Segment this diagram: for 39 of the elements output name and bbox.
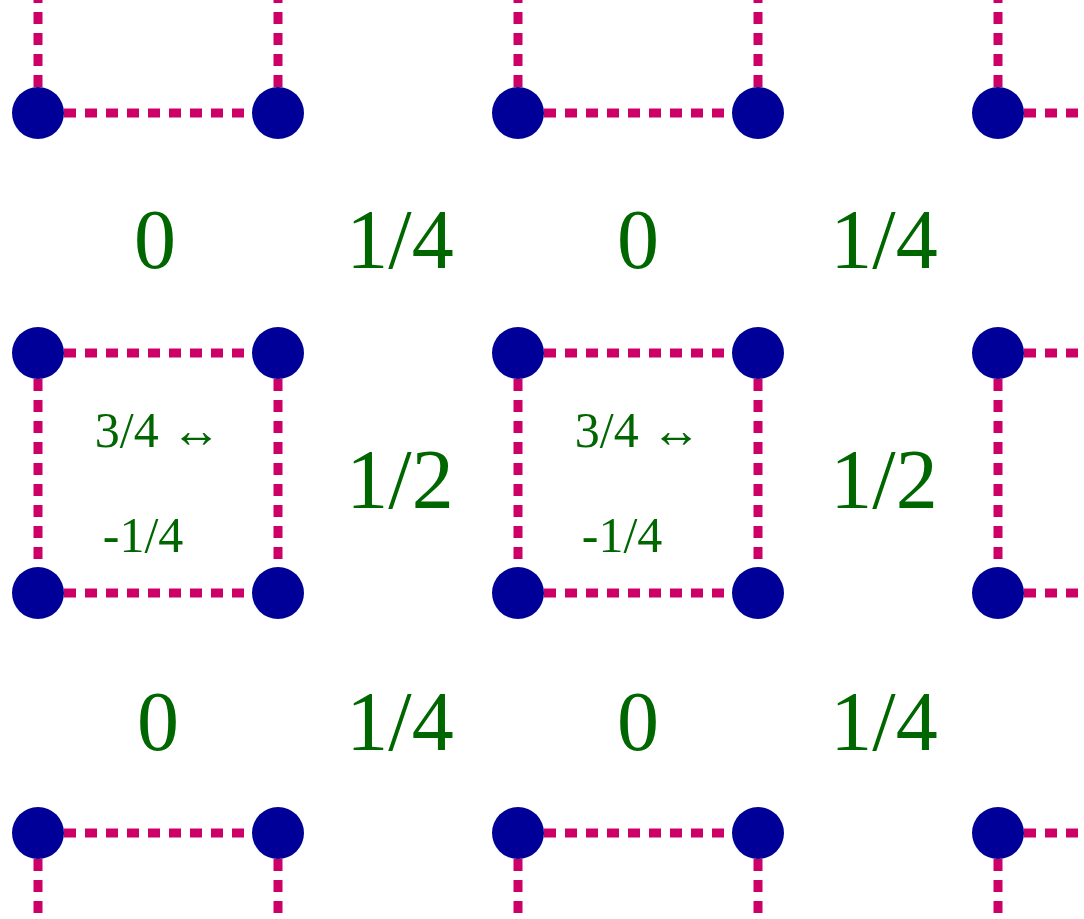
lattice-dot — [492, 807, 544, 859]
value-label: 1/4 — [346, 198, 454, 282]
dotted-line — [273, 0, 283, 87]
value-label: -1/4 — [581, 510, 663, 560]
value-label: 1/2 — [346, 438, 454, 522]
lattice-dot — [492, 567, 544, 619]
lattice-dot — [12, 567, 64, 619]
value-label: 1/4 — [830, 680, 938, 764]
lattice-dot — [252, 807, 304, 859]
value-label: 0 — [137, 680, 179, 764]
lattice-dot — [972, 87, 1024, 139]
lattice-dot — [732, 567, 784, 619]
dotted-line — [753, 0, 763, 87]
lattice-dot — [732, 87, 784, 139]
lattice-dot — [972, 327, 1024, 379]
value-label: 1/2 — [830, 438, 938, 522]
lattice-dot — [252, 327, 304, 379]
lattice-dot — [732, 807, 784, 859]
lattice-dot — [252, 87, 304, 139]
lattice-dot — [12, 87, 64, 139]
lattice-dot — [972, 807, 1024, 859]
value-label: -1/4 — [102, 510, 184, 560]
value-label: 1/4 — [346, 680, 454, 764]
lattice-dot — [732, 327, 784, 379]
dotted-line — [513, 0, 523, 87]
value-label: 3/4 ↔ — [94, 405, 222, 455]
value-label: 1/4 — [830, 198, 938, 282]
dotted-line — [33, 0, 43, 87]
value-label: 0 — [134, 198, 176, 282]
value-label: 3/4 ↔ — [574, 405, 702, 455]
lattice-dot — [492, 327, 544, 379]
lattice-dot — [12, 807, 64, 859]
value-label: 0 — [617, 198, 659, 282]
lattice-dot — [252, 567, 304, 619]
lattice-dot — [972, 567, 1024, 619]
lattice-dot — [12, 327, 64, 379]
lattice-dot — [492, 87, 544, 139]
dotted-line — [993, 0, 1003, 87]
value-label: 0 — [617, 680, 659, 764]
